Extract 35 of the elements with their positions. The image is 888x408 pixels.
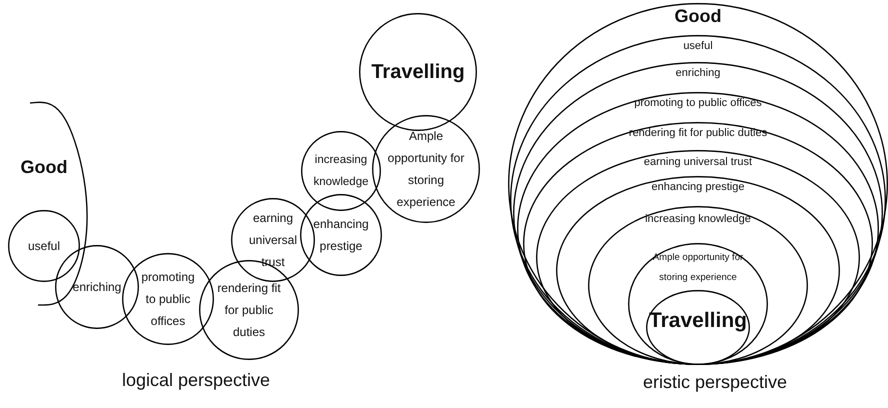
node-text: promoting to public offices: [633, 97, 763, 110]
caption: eristic perspective: [642, 372, 788, 393]
node-text: earning universal trust: [248, 210, 298, 271]
ellipse-node: [588, 206, 808, 365]
caption: logical perspective: [122, 370, 270, 391]
node-text: useful: [682, 40, 714, 54]
ellipse-node: [556, 176, 840, 365]
ellipse-node: [646, 290, 750, 365]
circle-node: [359, 13, 477, 131]
node-text: increasing knowledge: [644, 213, 752, 226]
circle-node: [8, 210, 80, 282]
node-text: rendering fit for public duties: [628, 127, 768, 140]
node-text: enriching: [72, 279, 122, 296]
node-text: Good: [674, 6, 722, 28]
node-text: Good: [20, 157, 68, 179]
ellipse-node: [628, 243, 768, 365]
node-text: rendering fit for public duties: [216, 280, 282, 341]
circle-node: [300, 194, 382, 276]
circle-node: [372, 115, 480, 223]
circle-node: [231, 198, 315, 282]
node-text: Ample opportunity for storing experience: [386, 128, 466, 211]
node-text: promoting to public offices: [140, 269, 196, 330]
node-text: enhancing prestige: [312, 216, 370, 255]
node-text: useful: [26, 238, 62, 255]
node-text: enriching: [674, 67, 722, 80]
node-text: earning universal trust: [642, 156, 754, 170]
ellipse-node: [536, 150, 860, 365]
node-text: Ample opportunity for storing experience: [652, 251, 744, 285]
node-text: increasing knowledge: [312, 153, 370, 190]
circle-node: [301, 131, 381, 211]
node-text: Travelling: [370, 61, 466, 83]
node-text: enhancing prestige: [650, 181, 746, 194]
circle-node: [199, 260, 299, 360]
node-text: Travelling: [648, 308, 748, 334]
circle-node: [122, 253, 214, 345]
